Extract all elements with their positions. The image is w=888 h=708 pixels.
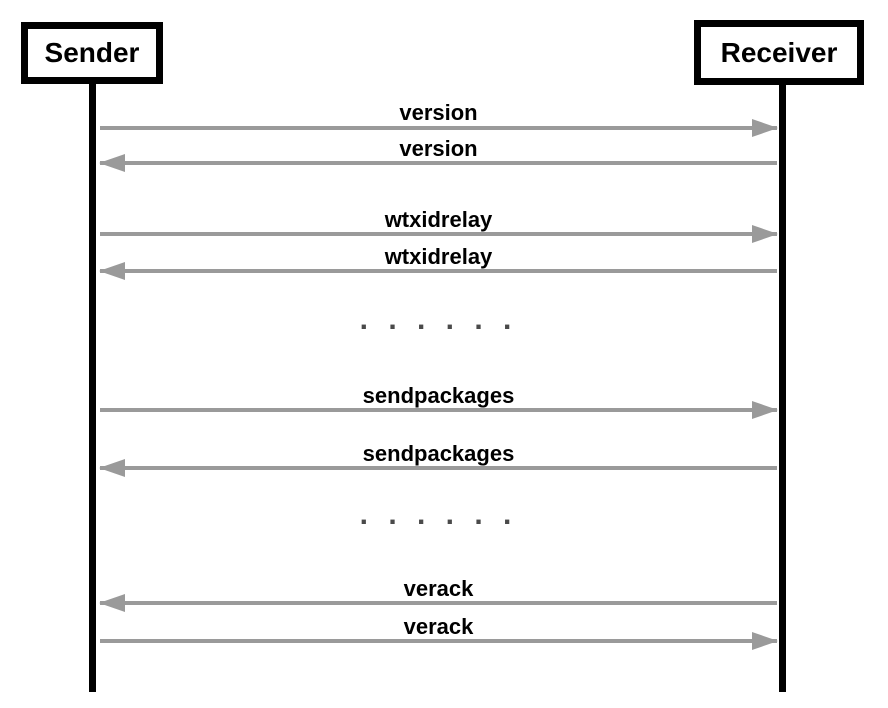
message-label-verack-right: verack	[403, 614, 474, 639]
message-label-version-left: version	[399, 136, 478, 161]
message-arrow-left-icon	[99, 594, 777, 612]
message-label-sendpackages-right: sendpackages	[362, 383, 515, 408]
message-arrow-left-icon	[99, 459, 777, 477]
message-arrow-right-icon	[100, 225, 778, 243]
message-label-wtxidrelay-right: wtxidrelay	[384, 207, 493, 232]
message-arrow-right-icon	[100, 401, 778, 419]
actor-label-sender: Sender	[44, 37, 140, 68]
message-arrow-left-icon	[99, 262, 777, 280]
message-label-wtxidrelay-left: wtxidrelay	[384, 244, 493, 269]
lifeline-receiver	[779, 85, 786, 692]
message-arrow-right-icon	[100, 632, 778, 650]
message-label-sendpackages-left: sendpackages	[362, 441, 515, 466]
actor-box-sender: Sender	[21, 22, 163, 84]
ellipsis-row: . . . . . .	[359, 303, 518, 336]
message-label-version-right: version	[399, 100, 478, 125]
ellipsis-row: . . . . . .	[359, 498, 518, 531]
message-label-verack-left: verack	[403, 576, 474, 601]
actor-box-receiver: Receiver	[694, 20, 864, 85]
lifeline-sender	[89, 84, 96, 692]
message-arrow-right-icon	[100, 119, 778, 137]
message-arrow-left-icon	[99, 154, 777, 172]
actor-label-receiver: Receiver	[720, 36, 838, 68]
